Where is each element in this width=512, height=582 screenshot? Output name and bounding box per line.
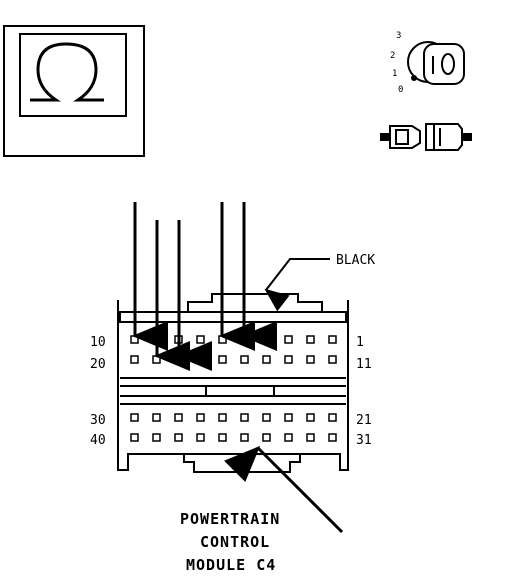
svg-text:0: 0 xyxy=(398,85,403,95)
pin-label-21: 21 xyxy=(356,413,372,428)
pin-cavity-40 xyxy=(130,433,139,442)
pin-label-40: 40 xyxy=(90,433,106,448)
pin-cavity-14 xyxy=(262,355,271,364)
pin-cavity-34 xyxy=(262,433,271,442)
connector-body xyxy=(117,293,349,473)
pin-cavity-36 xyxy=(218,433,227,442)
pin-cavity-18 xyxy=(174,355,183,364)
pin-cavity-23 xyxy=(284,413,293,422)
pin-cavity-1 xyxy=(328,335,337,344)
pin-cavity-35 xyxy=(240,433,249,442)
pin-cavity-22 xyxy=(306,413,315,422)
pin-cavity-39 xyxy=(152,433,161,442)
pin-cavity-17 xyxy=(196,355,205,364)
pin-cavity-15 xyxy=(240,355,249,364)
module-title-line1: POWERTRAIN xyxy=(180,510,280,528)
pin-label-11: 11 xyxy=(356,357,372,372)
svg-text:3: 3 xyxy=(396,31,401,41)
pin-cavity-24 xyxy=(262,413,271,422)
ignition-key-icon: 3 2 1 0 xyxy=(390,31,465,95)
pin-cavity-7 xyxy=(196,335,205,344)
pin-cavity-37 xyxy=(196,433,205,442)
pin-cavity-26 xyxy=(218,413,227,422)
ohm-meter-icon xyxy=(3,25,145,157)
pin-cavity-13 xyxy=(284,355,293,364)
svg-text:2: 2 xyxy=(390,51,395,61)
module-title-line3: MODULE C4 xyxy=(186,556,276,574)
pin-cavity-28 xyxy=(174,413,183,422)
pin-cavity-25 xyxy=(240,413,249,422)
pin-cavity-29 xyxy=(152,413,161,422)
pin-cavity-20 xyxy=(130,355,139,364)
pin-cavity-3 xyxy=(284,335,293,344)
probe-arrows xyxy=(132,202,277,371)
pin-cavity-11 xyxy=(328,355,337,364)
pin-label-20: 20 xyxy=(90,357,106,372)
pin-cavity-19 xyxy=(152,355,161,364)
pin-cavity-2 xyxy=(306,335,315,344)
pin-cavity-31 xyxy=(328,433,337,442)
pin-cavity-6 xyxy=(218,335,227,344)
pin-label-10: 10 xyxy=(90,335,106,350)
pin-cavity-12 xyxy=(306,355,315,364)
pin-cavity-16 xyxy=(218,355,227,364)
pin-cavity-33 xyxy=(284,433,293,442)
pin-cavity-10 xyxy=(130,335,139,344)
module-title-line2: CONTROL xyxy=(200,533,270,551)
pin-label-1: 1 xyxy=(356,335,364,350)
color-label-leader xyxy=(264,258,330,312)
module-leader-arrow xyxy=(224,445,344,534)
pin-cavities xyxy=(130,335,337,442)
pin-cavity-5 xyxy=(240,335,249,344)
connector-disconnected-icon xyxy=(380,123,472,151)
svg-text:1: 1 xyxy=(392,69,397,79)
pin-cavity-27 xyxy=(196,413,205,422)
pin-label-31: 31 xyxy=(356,433,372,448)
pin-cavity-38 xyxy=(174,433,183,442)
pin-label-30: 30 xyxy=(90,413,106,428)
pin-cavity-32 xyxy=(306,433,315,442)
pin-cavity-4 xyxy=(262,335,271,344)
connector-color-label: BLACK xyxy=(336,253,375,268)
pin-cavity-30 xyxy=(130,413,139,422)
pin-cavity-21 xyxy=(328,413,337,422)
